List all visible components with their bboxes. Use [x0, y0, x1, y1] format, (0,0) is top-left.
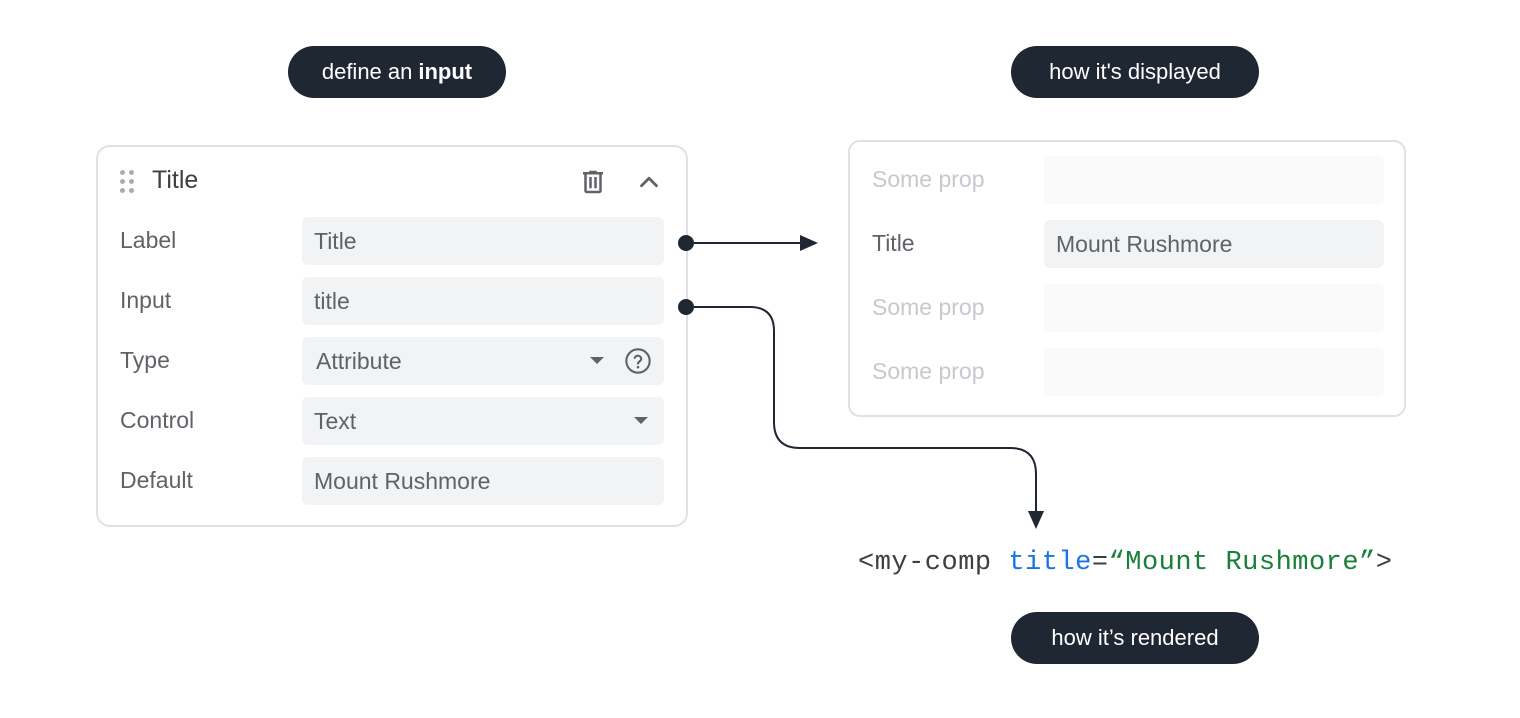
field-label: Input — [120, 287, 172, 313]
prop-value — [1044, 348, 1384, 396]
dropdown-arrow-icon — [590, 357, 604, 364]
field-label: Label — [120, 227, 177, 253]
prop-label: Some prop — [872, 294, 985, 320]
how-displayed-pill: how it's displayed — [1011, 46, 1259, 98]
prop-value[interactable]: Mount Rushmore — [1044, 220, 1384, 268]
dropdown-arrow-icon — [634, 417, 648, 424]
prop-value — [1044, 156, 1384, 204]
label-input[interactable]: Title — [302, 217, 664, 265]
prop-value — [1044, 284, 1384, 332]
field-row-default: Default Mount Rushmore — [98, 457, 686, 505]
code-tag-close: > — [1375, 548, 1393, 578]
prop-row: Some prop — [850, 348, 1404, 396]
field-label: Control — [120, 407, 195, 433]
field-label: Default — [120, 467, 193, 493]
code-value: “Mount Rushmore” — [1108, 548, 1376, 578]
define-input-pill-bold: input — [418, 59, 473, 84]
type-select[interactable]: Attribute — [302, 337, 664, 385]
chevron-up-icon[interactable] — [634, 167, 664, 197]
code-tag-open: <my-comp — [858, 548, 1009, 578]
field-label: Type — [120, 347, 170, 373]
how-rendered-pill: how it’s rendered — [1011, 612, 1259, 664]
prop-label: Some prop — [872, 166, 985, 192]
define-input-pill-text: define an — [321, 59, 413, 84]
field-row-label: Label Title — [98, 217, 686, 265]
code-attribute: title — [1008, 548, 1092, 578]
default-input[interactable]: Mount Rushmore — [302, 457, 664, 505]
drag-handle-icon[interactable] — [120, 170, 136, 194]
prop-row: Some prop — [850, 156, 1404, 204]
field-row-type: Type Attribute — [98, 337, 686, 385]
field-row-control: Control Text — [98, 397, 686, 445]
prop-label: Title — [872, 230, 915, 256]
display-preview-card: Some prop Title Mount Rushmore Some prop… — [848, 140, 1406, 417]
help-circle-icon[interactable] — [624, 347, 652, 375]
trash-icon[interactable] — [578, 167, 608, 197]
label-to-display-arrow — [678, 235, 818, 251]
prop-row-title: Title Mount Rushmore — [850, 220, 1404, 268]
control-select[interactable]: Text — [302, 397, 664, 445]
type-select-value: Attribute — [316, 347, 402, 374]
code-equals: = — [1091, 548, 1109, 578]
input-editor-card: Title Label Title Input title Type Attri… — [96, 145, 688, 527]
field-row-input: Input title — [98, 277, 686, 325]
prop-row: Some prop — [850, 284, 1404, 332]
control-select-value: Text — [314, 407, 357, 434]
card-title: Title — [152, 166, 199, 194]
card-header: Title — [98, 147, 686, 215]
input-name-input[interactable]: title — [302, 277, 664, 325]
rendered-code: <my-comp title=“Mount Rushmore”> — [858, 548, 1393, 578]
prop-label: Some prop — [872, 358, 985, 384]
